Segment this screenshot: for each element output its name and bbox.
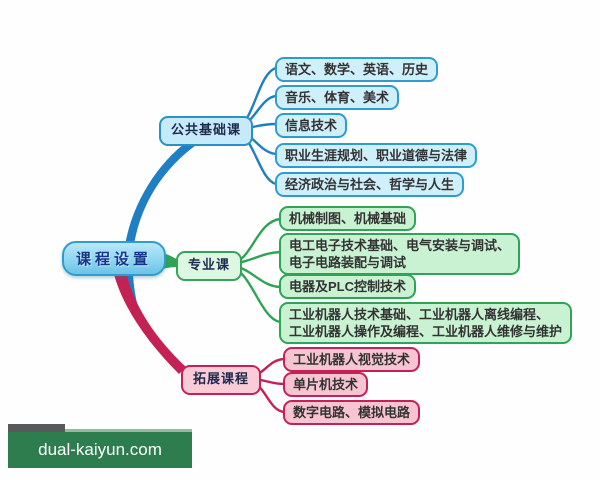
leaf-label: 经济政治与社会、哲学与人生 xyxy=(285,177,455,192)
leaf-node[interactable]: 工业机器人视觉技术 xyxy=(283,347,421,372)
leaf-label: 职业生涯规划、职业道德与法律 xyxy=(285,148,468,163)
leaf-label: 数字电路、模拟电路 xyxy=(293,405,411,420)
branch-node-major[interactable]: 专业课 xyxy=(176,251,243,281)
leaf-label: 工业机器人视觉技术 xyxy=(293,352,411,367)
leaf-node[interactable]: 音乐、体育、美术 xyxy=(275,85,400,110)
leaf-node[interactable]: 机械制图、机械基础 xyxy=(279,206,417,231)
watermark-text: dual-kaiyun.com xyxy=(38,440,162,459)
leaf-node[interactable]: 信息技术 xyxy=(275,113,348,138)
leaf-label: 电子电路装配与调试 xyxy=(289,255,407,270)
leaf-label: 电器及PLC控制技术 xyxy=(289,279,407,294)
leaf-label: 工业机器人技术基础、工业机器人离线编程、 xyxy=(289,307,550,322)
branch-node-public-basic[interactable]: 公共基础课 xyxy=(159,116,254,146)
red-branch-band xyxy=(110,255,186,374)
leaf-node[interactable]: 电工电子技术基础、电气安装与调试、 电子电路装配与调试 xyxy=(279,233,521,275)
leaf-node[interactable]: 经济政治与社会、哲学与人生 xyxy=(275,172,465,197)
leaf-node[interactable]: 电器及PLC控制技术 xyxy=(279,274,417,299)
branch-node-extension[interactable]: 拓展课程 xyxy=(181,365,262,395)
leaf-label: 工业机器人操作及编程、工业机器人维修与维护 xyxy=(289,324,563,339)
leaf-node[interactable]: 数字电路、模拟电路 xyxy=(283,400,421,425)
watermark-background xyxy=(8,432,192,468)
leaf-node[interactable]: 语文、数学、英语、历史 xyxy=(275,57,439,82)
root-node[interactable]: 课程设置 xyxy=(62,241,167,276)
blue-branch-band xyxy=(123,136,199,343)
leaf-label: 语文、数学、英语、历史 xyxy=(285,62,429,77)
leaf-label: 机械制图、机械基础 xyxy=(289,211,407,226)
leaf-node[interactable]: 职业生涯规划、职业道德与法律 xyxy=(275,143,478,168)
leaf-label: 音乐、体育、美术 xyxy=(285,90,390,105)
leaf-label: 信息技术 xyxy=(285,118,338,133)
leaf-node[interactable]: 工业机器人技术基础、工业机器人离线编程、 工业机器人操作及编程、工业机器人维修与… xyxy=(279,302,573,344)
leaf-label: 单片机技术 xyxy=(293,377,359,392)
leaf-node[interactable]: 单片机技术 xyxy=(283,372,369,397)
watermark-gray-bar xyxy=(8,424,65,433)
leaf-label: 电工电子技术基础、电气安装与调试、 xyxy=(289,238,511,253)
